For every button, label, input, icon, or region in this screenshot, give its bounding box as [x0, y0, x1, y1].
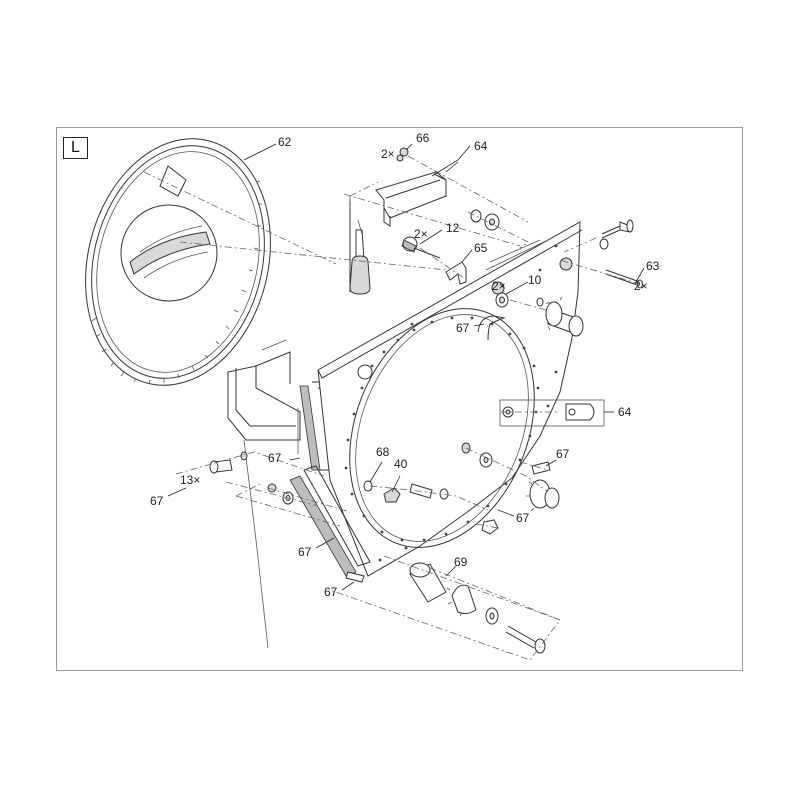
callout-65: 65: [474, 241, 488, 255]
callout-67-mid: 67: [516, 511, 530, 525]
callout-67-pin: 67: [324, 585, 338, 599]
side-plate: [317, 221, 583, 577]
callout-67-left-qty: 13×: [180, 473, 200, 487]
ring-cover-part-62: [85, 138, 271, 386]
callout-67-left2: 67: [268, 451, 282, 465]
callout-12: 12: [446, 221, 460, 235]
section-label: L: [63, 137, 88, 159]
callout-67-hook: 67: [456, 321, 470, 335]
callout-10-qty: 2×: [492, 279, 506, 293]
callout-64-top: 64: [474, 139, 488, 153]
callout-10: 10: [528, 273, 542, 287]
callout-12-qty: 2×: [414, 227, 428, 241]
top-bracket-part-64: [349, 147, 500, 295]
callout-67-left: 67: [150, 494, 164, 508]
right-hardware: [461, 219, 643, 535]
callout-66: 66: [416, 131, 430, 145]
callout-67-right: 67: [556, 447, 570, 461]
callout-63: 63: [646, 259, 660, 273]
leader-lines: [167, 143, 645, 591]
diagram-frame: [56, 127, 743, 671]
callout-40: 40: [394, 457, 408, 471]
callout-68: 68: [376, 445, 390, 459]
callout-62: 62: [278, 135, 292, 149]
callout-64-right: 64: [618, 405, 632, 419]
callout-63-qty: 2×: [634, 279, 648, 293]
callout-66-qty: 2×: [381, 147, 395, 161]
callout-labels: 62 66 2× 64 12 2× 65 10 2× 63 2× 67 64 6…: [150, 131, 660, 599]
callout-67-bar: 67: [298, 545, 312, 559]
assembly-lines: [143, 155, 641, 661]
lower-hardware: [209, 451, 546, 654]
callout-69: 69: [454, 555, 468, 569]
